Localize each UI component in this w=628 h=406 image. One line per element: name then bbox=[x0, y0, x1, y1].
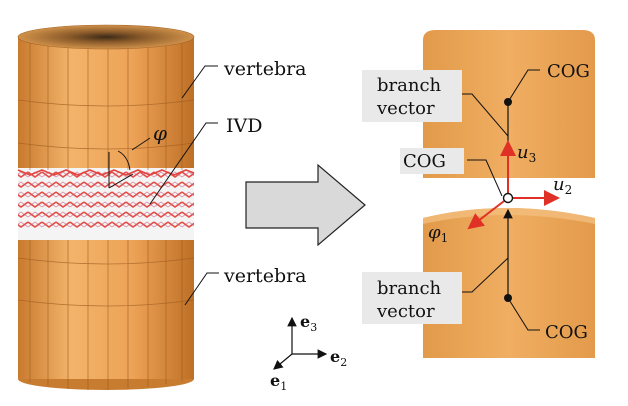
label-cog-mid: COG bbox=[403, 151, 446, 172]
spine-cylinder bbox=[17, 24, 195, 390]
label-u3: u3 bbox=[517, 142, 536, 165]
branch-label-box-top bbox=[362, 70, 462, 122]
right-leaders bbox=[462, 69, 540, 331]
left-leaders bbox=[149, 65, 219, 306]
angle-annotation bbox=[108, 137, 151, 189]
transition-arrow bbox=[245, 163, 366, 247]
label-vertebra-top: vertebra bbox=[223, 58, 307, 80]
label-u2: u2 bbox=[553, 174, 572, 197]
ivd-disc bbox=[17, 168, 195, 240]
branch-top-line2: vector bbox=[376, 98, 435, 119]
phi1-arrow bbox=[467, 197, 509, 230]
branch-bottom-line2: vector bbox=[376, 301, 435, 322]
cylinder-top bbox=[17, 24, 195, 50]
rigid-body-model: branch vector branch vector COG COG COG … bbox=[362, 30, 595, 358]
branch-top-line1: branch bbox=[377, 75, 442, 96]
cog-mid-point bbox=[502, 192, 514, 204]
ivd-fibers bbox=[18, 168, 194, 230]
cog-mid-label-box bbox=[400, 148, 464, 174]
branch-label-box-bottom bbox=[362, 272, 462, 324]
axis-e1-label: e1 bbox=[270, 371, 287, 393]
axis-e3-label: e3 bbox=[300, 312, 317, 334]
cylinder-grid bbox=[17, 37, 195, 390]
label-vertebra-bottom: vertebra bbox=[223, 265, 307, 287]
bottom-vertebra-block bbox=[423, 208, 595, 358]
axis-e2-label: e2 bbox=[330, 347, 347, 369]
coordinate-axes: e3 e2 e1 bbox=[270, 312, 347, 393]
label-cog-top: COG bbox=[547, 61, 590, 82]
label-phi-angle: φ bbox=[153, 121, 167, 145]
label-cog-bottom: COG bbox=[545, 322, 588, 343]
label-phi1: φ1 bbox=[428, 222, 448, 245]
label-ivd: IVD bbox=[226, 115, 262, 137]
branch-bottom-line1: branch bbox=[377, 278, 442, 299]
